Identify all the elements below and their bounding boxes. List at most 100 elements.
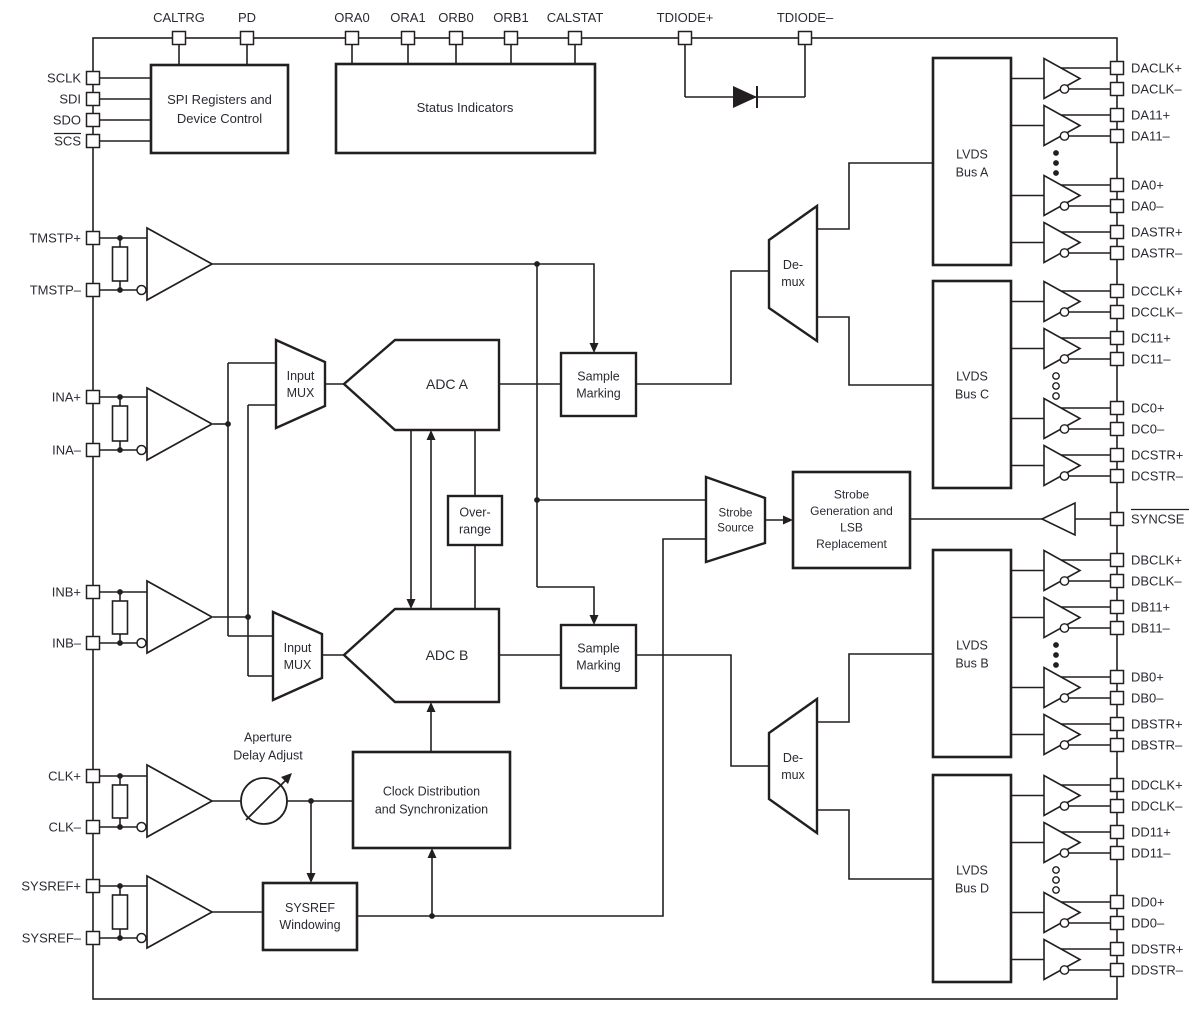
inverting-bubble bbox=[136, 637, 147, 649]
arrowhead bbox=[406, 599, 416, 609]
pin-TDIODE– bbox=[797, 30, 813, 46]
inverting-bubble bbox=[136, 444, 147, 456]
block-label: ADC B bbox=[426, 647, 469, 663]
ellipsis-dot bbox=[1052, 392, 1060, 400]
pin-label: DB0– bbox=[1131, 691, 1164, 706]
pin-PD bbox=[239, 30, 255, 46]
pin-SYSREF– bbox=[85, 930, 101, 946]
block-clock-distribution bbox=[351, 750, 512, 850]
pin-label: SYNCSE bbox=[1131, 512, 1185, 527]
inverting-bubble bbox=[1059, 307, 1070, 317]
block-strobe-generation bbox=[791, 470, 912, 570]
block-adc-a bbox=[342, 338, 501, 432]
input-buffer-icon bbox=[146, 763, 214, 839]
arrowhead bbox=[426, 430, 436, 440]
input-buffer-icon bbox=[146, 874, 214, 950]
inverting-bubble bbox=[1059, 424, 1070, 434]
pin-INA+ bbox=[85, 389, 101, 405]
block-label: Strobe bbox=[834, 487, 870, 501]
pin-SDO bbox=[85, 112, 101, 128]
inverting-bubble bbox=[1059, 740, 1070, 750]
block-adc-b bbox=[342, 607, 501, 704]
pin-label: SDO bbox=[53, 113, 81, 128]
pin-label: DC0– bbox=[1131, 422, 1165, 437]
pin-label: SCS bbox=[54, 134, 81, 149]
block-demux-ac bbox=[767, 203, 819, 344]
junction-dot bbox=[1053, 652, 1059, 658]
pin-DB0– bbox=[1109, 690, 1125, 706]
pin-DC11+ bbox=[1109, 330, 1125, 346]
pin-DA11+ bbox=[1109, 107, 1125, 123]
pin-label: DCCLK– bbox=[1131, 305, 1183, 320]
pin-DD0+ bbox=[1109, 894, 1125, 910]
pin-label: SCLK bbox=[47, 71, 81, 86]
pin-CALTRG bbox=[171, 30, 187, 46]
pin-CLK– bbox=[85, 819, 101, 835]
ellipsis-dot bbox=[1052, 382, 1060, 390]
block-lvds-bus bbox=[931, 56, 1013, 267]
inverting-bubble bbox=[1059, 693, 1070, 703]
block-status-indicators bbox=[334, 62, 597, 155]
pin-label: DCSTR– bbox=[1131, 469, 1184, 484]
wire bbox=[537, 586, 595, 616]
pin-DBCLK– bbox=[1109, 573, 1125, 589]
termination-resistor bbox=[111, 405, 129, 442]
pin-label: DBSTR– bbox=[1131, 738, 1183, 753]
block-label: Replacement bbox=[816, 537, 887, 551]
pin-label: DBCLK– bbox=[1131, 574, 1182, 589]
junction-dot bbox=[225, 421, 231, 427]
pin-DASTR– bbox=[1109, 245, 1125, 261]
pin-INB– bbox=[85, 635, 101, 651]
junction-dot bbox=[308, 798, 314, 804]
block-label: Marking bbox=[576, 658, 621, 672]
pin-label: DB0+ bbox=[1131, 670, 1164, 685]
pin-DBSTR– bbox=[1109, 737, 1125, 753]
pin-SDI bbox=[85, 91, 101, 107]
pin-label: DDCLK– bbox=[1131, 799, 1183, 814]
pin-DA0+ bbox=[1109, 177, 1125, 193]
pin-ORA1 bbox=[400, 30, 416, 46]
junction-dot bbox=[1053, 150, 1059, 156]
pin-label: PD bbox=[238, 10, 256, 25]
junction-dot bbox=[534, 261, 540, 267]
pin-label: DA0+ bbox=[1131, 178, 1164, 193]
pin-label: DA11– bbox=[1131, 129, 1171, 144]
pin-TMSTP– bbox=[85, 282, 101, 298]
inverting-bubble bbox=[1059, 623, 1070, 633]
inverting-bubble bbox=[1059, 201, 1070, 211]
pin-label: DD0+ bbox=[1131, 895, 1165, 910]
pin-label: DA11+ bbox=[1131, 108, 1170, 123]
block-sysref-windowing bbox=[261, 881, 359, 952]
inverting-bubble bbox=[1059, 131, 1070, 141]
pin-DDSTR– bbox=[1109, 962, 1125, 978]
pin-INA– bbox=[85, 442, 101, 458]
lvds-bus-label: Bus B bbox=[955, 656, 988, 670]
block-label: Strobe bbox=[719, 508, 753, 520]
pin-DCCLK– bbox=[1109, 304, 1125, 320]
pin-DCCLK+ bbox=[1109, 283, 1125, 299]
arrowhead bbox=[426, 702, 436, 712]
pin-label: INA– bbox=[52, 443, 82, 458]
pin-DB11+ bbox=[1109, 599, 1125, 615]
termination-resistor bbox=[111, 784, 129, 819]
pin-label: ORB0 bbox=[438, 10, 473, 25]
lvds-bus-label: Bus A bbox=[956, 165, 989, 179]
pin-DB11– bbox=[1109, 620, 1125, 636]
block-lvds-bus bbox=[931, 279, 1013, 490]
pin-DC0– bbox=[1109, 421, 1125, 437]
ellipsis-dot bbox=[1052, 372, 1060, 380]
wire bbox=[817, 653, 933, 723]
pin-label: SYSREF+ bbox=[21, 879, 81, 894]
input-buffer-icon bbox=[146, 226, 214, 302]
junction-dot bbox=[117, 589, 123, 595]
junction-dot bbox=[117, 235, 123, 241]
pin-label: DBSTR+ bbox=[1131, 717, 1183, 732]
temp-diode-icon bbox=[733, 86, 757, 108]
pin-label: CALTRG bbox=[153, 10, 205, 25]
wire bbox=[212, 263, 595, 344]
aperture-arrow bbox=[245, 778, 288, 821]
pin-label: DD0– bbox=[1131, 916, 1165, 931]
wire bbox=[817, 809, 933, 880]
termination-resistor bbox=[111, 894, 129, 930]
pin-label: ORB1 bbox=[493, 10, 528, 25]
